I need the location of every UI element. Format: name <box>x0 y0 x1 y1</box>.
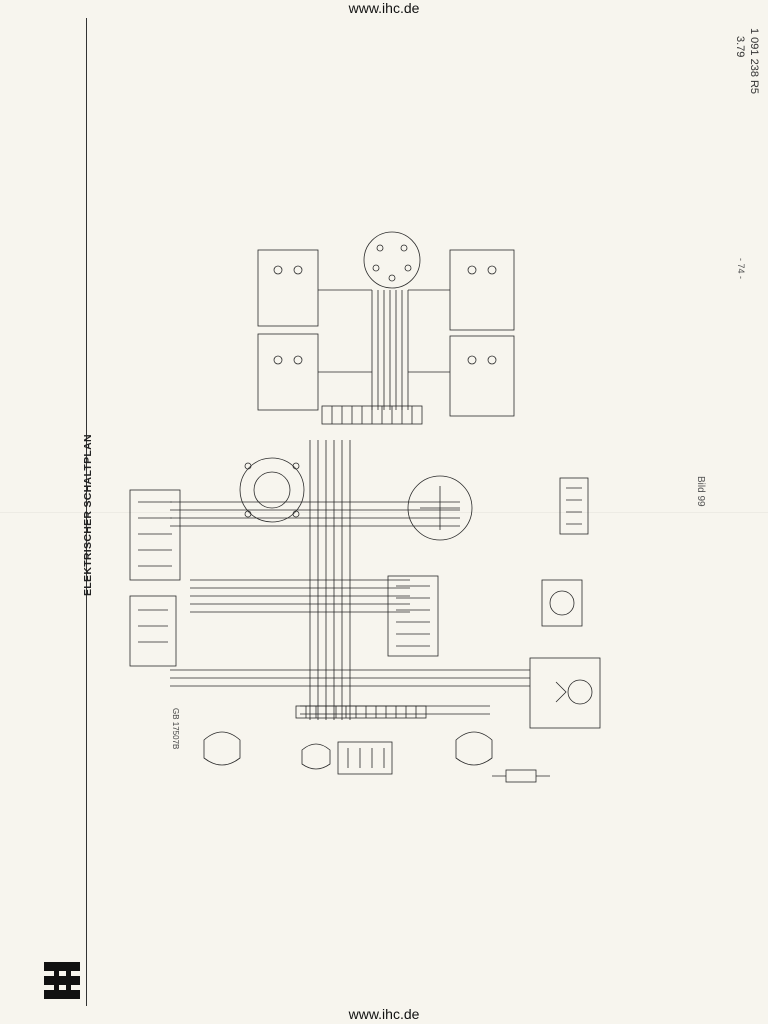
page-number: - 74 - <box>736 258 746 280</box>
rear-lights-group <box>257 249 515 417</box>
front-connector-row <box>295 705 427 719</box>
heating-coil <box>492 769 550 783</box>
indicator-lamps <box>337 741 393 775</box>
trailer-socket <box>363 231 421 289</box>
figure-label: Bild 99 <box>695 476 706 507</box>
diagram-title: ELEKTRISCHER SCHALTPLAN <box>82 434 94 596</box>
instrument-cluster <box>239 457 305 523</box>
starter-motor <box>541 579 583 627</box>
main-harness-bundle <box>170 440 530 720</box>
battery <box>559 477 589 535</box>
headlamps <box>203 731 493 770</box>
rear-harness <box>318 289 450 410</box>
junction-block-row <box>321 405 423 425</box>
binding-line <box>86 18 87 1006</box>
fuse-panel <box>387 575 439 657</box>
alternator <box>529 657 601 729</box>
switch-fuse-block <box>129 489 181 667</box>
round-gauge <box>407 475 473 541</box>
document-date: 3.79 <box>734 36 746 58</box>
document-number: 1 091 238 R5 <box>748 28 760 95</box>
source-url-top[interactable]: www.ihc.de <box>348 0 420 16</box>
source-url-bottom[interactable]: www.ihc.de <box>348 1006 420 1022</box>
wiring-schematic <box>129 231 601 783</box>
scan-seam <box>0 512 768 513</box>
brand-logo <box>44 962 80 999</box>
